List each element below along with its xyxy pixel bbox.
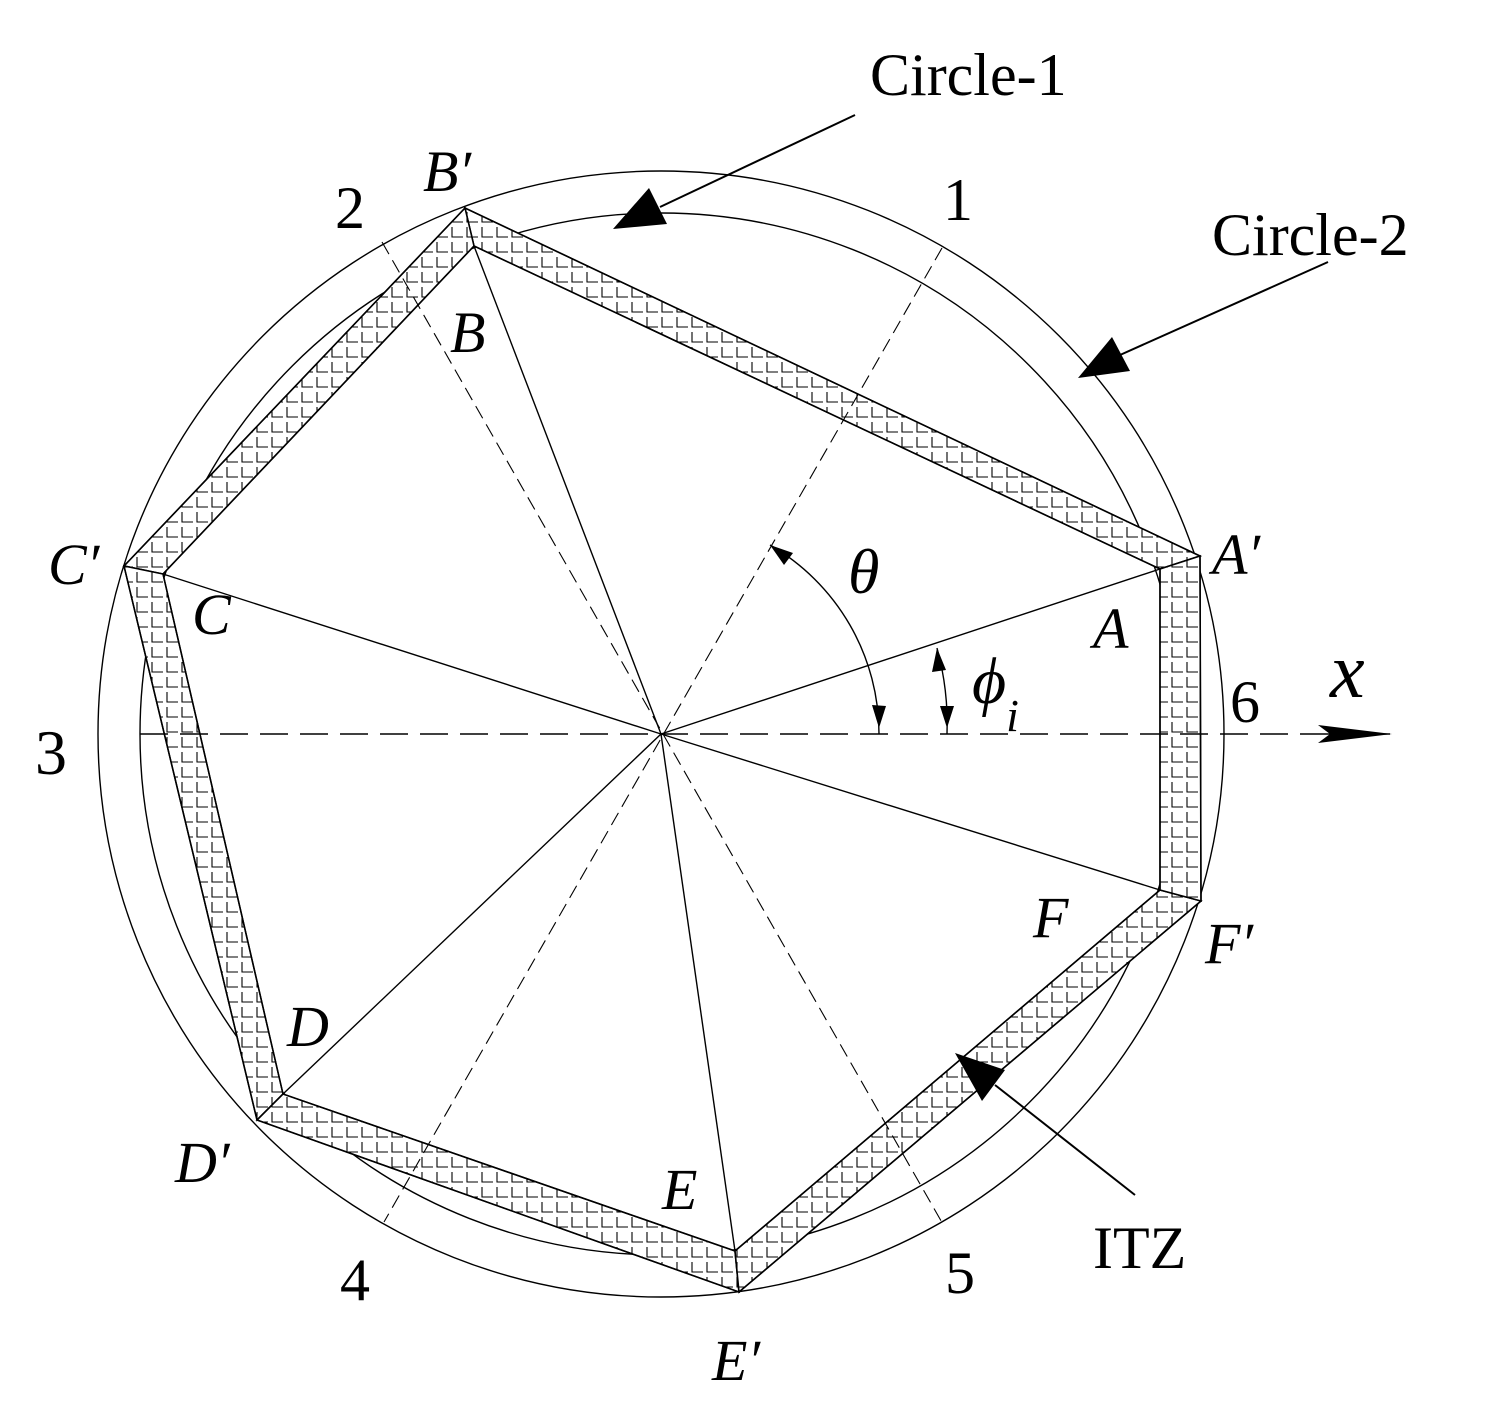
point-f-label: F xyxy=(1032,885,1069,950)
point-a-prime-label: A′ xyxy=(1208,522,1261,587)
dashed-diameters xyxy=(381,241,945,1227)
circle1-arrow-shaft xyxy=(659,114,856,208)
radial-line-f xyxy=(660,733,1161,891)
circle2-arrowhead xyxy=(1078,337,1130,378)
radial-line-c xyxy=(162,573,662,735)
axis-number-5: 5 xyxy=(945,1240,975,1306)
point-e-label: E xyxy=(661,1157,697,1222)
theta-label: θ xyxy=(848,536,879,607)
point-e-prime-label: E′ xyxy=(711,1328,761,1393)
point-b-label: B xyxy=(450,300,485,365)
axis-number-1: 1 xyxy=(943,167,973,233)
radial-line-d xyxy=(282,733,662,1095)
itz-band-fa xyxy=(1159,554,1202,903)
radial-line-a xyxy=(660,568,1161,735)
radial-lines xyxy=(162,245,1161,1252)
itz-band-ab xyxy=(463,206,1203,570)
point-c-label: C xyxy=(192,582,232,647)
theta-arrow-end xyxy=(770,545,793,565)
circle2-arrow-shaft xyxy=(1119,261,1329,356)
itz-bands xyxy=(122,206,1203,1294)
axis-number-3: 3 xyxy=(35,717,67,788)
point-c-prime-label: C′ xyxy=(48,532,101,597)
dashed-diameter-1-4 xyxy=(383,247,943,1223)
axis-number-4: 4 xyxy=(340,1247,370,1313)
circle1-label: Circle-1 xyxy=(870,42,1067,108)
itz-arrowhead xyxy=(955,1053,1005,1101)
x-axis-arrowhead xyxy=(1318,725,1392,743)
point-d-prime-label: D′ xyxy=(174,1130,231,1195)
point-d-label: D xyxy=(286,994,329,1059)
itz-band-cd xyxy=(122,564,284,1122)
phi-arrow-start xyxy=(940,706,954,728)
phi-label: ϕi xyxy=(972,645,1019,741)
point-a-label: A xyxy=(1089,596,1129,661)
axis-number-2: 2 xyxy=(335,175,365,241)
point-b-prime-label: B′ xyxy=(423,139,472,204)
phi-subscript: i xyxy=(1006,690,1019,741)
inner-polygon xyxy=(162,245,1161,1252)
theta-arrow-start xyxy=(872,705,886,728)
x-axis-label: x xyxy=(1329,627,1365,714)
axis-number-6: 6 xyxy=(1230,669,1260,735)
phi-arrow-end xyxy=(932,648,946,672)
radial-line-e xyxy=(660,733,736,1252)
circle2-label: Circle-2 xyxy=(1212,202,1409,268)
itz-band-bc xyxy=(122,206,475,575)
outer-polygon xyxy=(123,207,1202,1293)
point-f-prime-label: F′ xyxy=(1204,911,1254,976)
itz-arrow-shaft xyxy=(994,1084,1136,1196)
circle1-arrowhead xyxy=(613,188,667,229)
itz-label: ITZ xyxy=(1093,1215,1186,1281)
theta-arc xyxy=(769,544,880,735)
radial-line-b xyxy=(473,245,662,735)
